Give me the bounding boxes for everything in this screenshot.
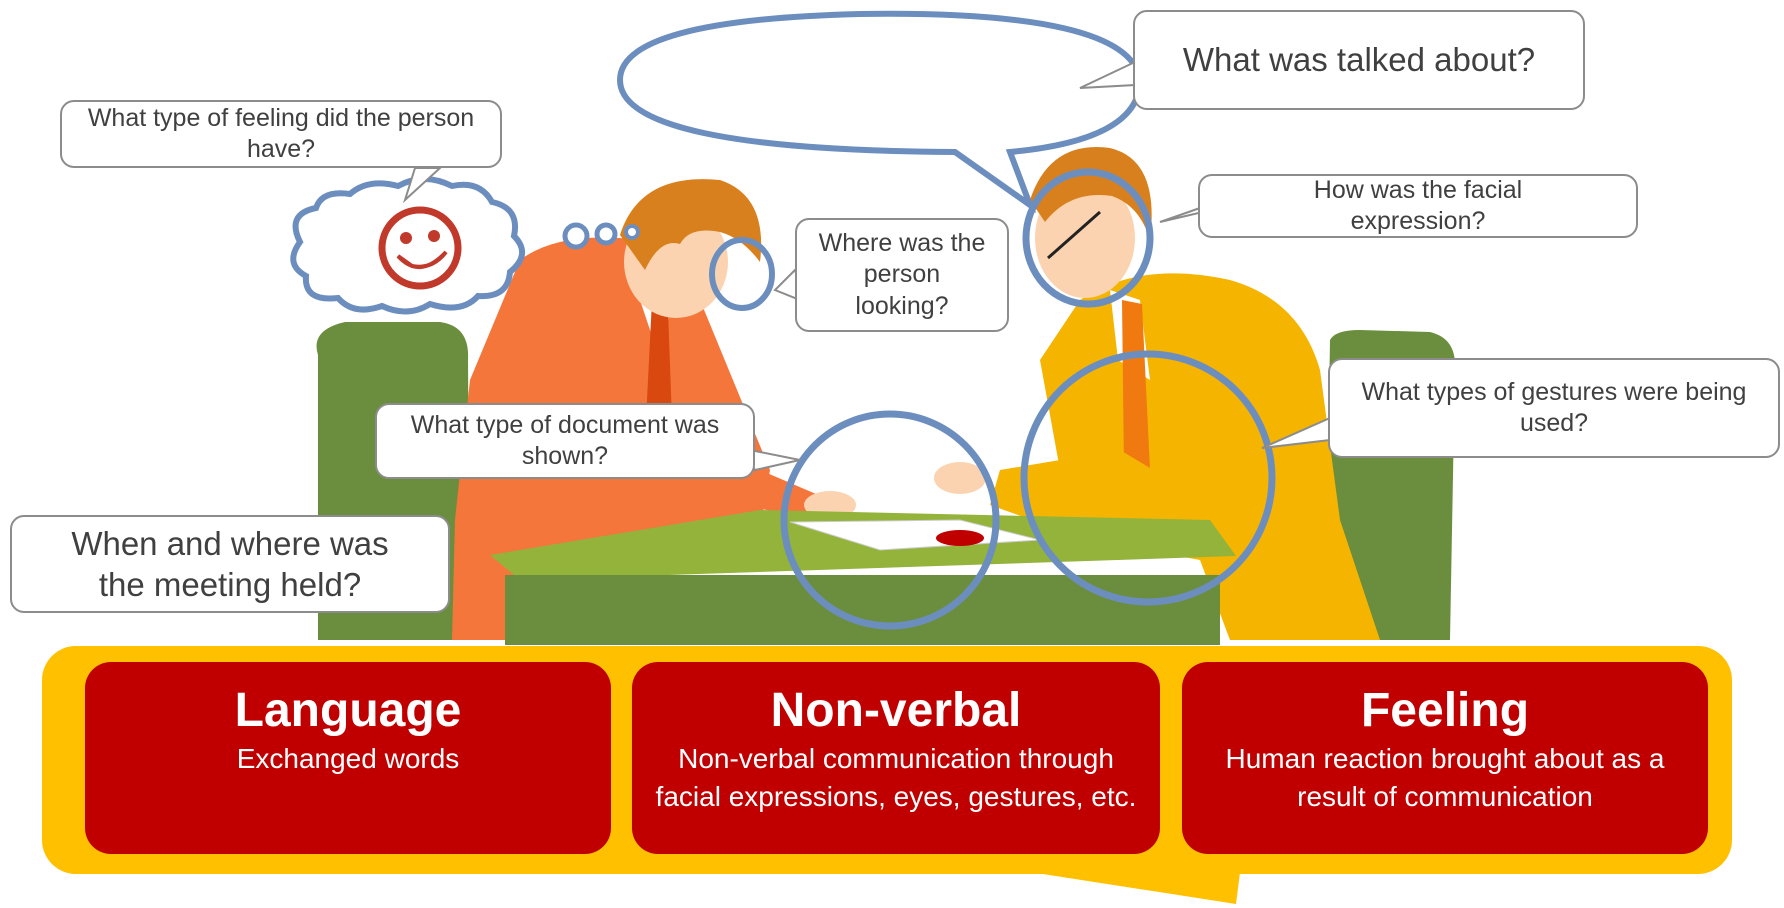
callout-pointers — [402, 60, 1331, 472]
callout-feeling-type: What type of feeling did the person have… — [60, 100, 502, 168]
right-person-hair — [1030, 147, 1152, 240]
category-language-title: Language — [234, 684, 462, 737]
stamp — [936, 530, 984, 546]
callout-gestures-text: What types of gestures were being used? — [1361, 377, 1747, 437]
callout-facial-expression-text: How was the facial expression? — [1313, 175, 1523, 235]
right-person-glasses — [1047, 210, 1101, 260]
left-person-tie — [646, 300, 672, 432]
right-person-hand — [934, 462, 986, 494]
callout-document-text: What type of document was shown? — [410, 410, 720, 470]
category-nonverbal-title: Non-verbal — [770, 684, 1022, 737]
category-language-description: Exchanged words — [236, 743, 460, 775]
callout-looking-text: Where was the person looking? — [818, 229, 986, 320]
gesture-focus-ring — [1020, 350, 1276, 606]
callout-talked-about: What was talked about? — [1133, 10, 1585, 110]
callout-when-where-text: When and where was the meeting held? — [71, 524, 389, 603]
category-feeling: Feeling Human reaction brought about as … — [1182, 662, 1708, 854]
callout-document: What type of document was shown? — [375, 403, 755, 479]
callout-facial-expression: How was the facial expression? — [1198, 174, 1638, 238]
callout-when-where: When and where was the meeting held? — [10, 515, 450, 613]
thought-cloud — [290, 176, 640, 315]
category-feeling-description: Human reaction brought about as a result… — [1225, 743, 1665, 813]
face-focus-ring — [1022, 168, 1154, 308]
hand-focus-ring — [780, 410, 1000, 630]
left-person-hair — [620, 179, 762, 270]
category-language: Language Exchanged words — [85, 662, 611, 854]
right-person-tie — [1122, 300, 1150, 482]
category-nonverbal: Non-verbal Non-verbal communication thro… — [632, 662, 1160, 854]
callout-talked-about-text: What was talked about? — [1182, 41, 1536, 79]
callout-feeling-type-text: What type of feeling did the person have… — [87, 103, 475, 163]
callout-looking: Where was the person looking? — [795, 218, 1009, 332]
smiley-face-icon — [378, 206, 462, 290]
category-nonverbal-description: Non-verbal communication through facial … — [655, 743, 1137, 813]
callout-gestures: What types of gestures were being used? — [1328, 358, 1780, 458]
right-person-face — [1035, 178, 1135, 298]
desk-front — [505, 575, 1220, 645]
category-feeling-title: Feeling — [1360, 684, 1530, 737]
eyes-focus-ring — [709, 237, 775, 311]
